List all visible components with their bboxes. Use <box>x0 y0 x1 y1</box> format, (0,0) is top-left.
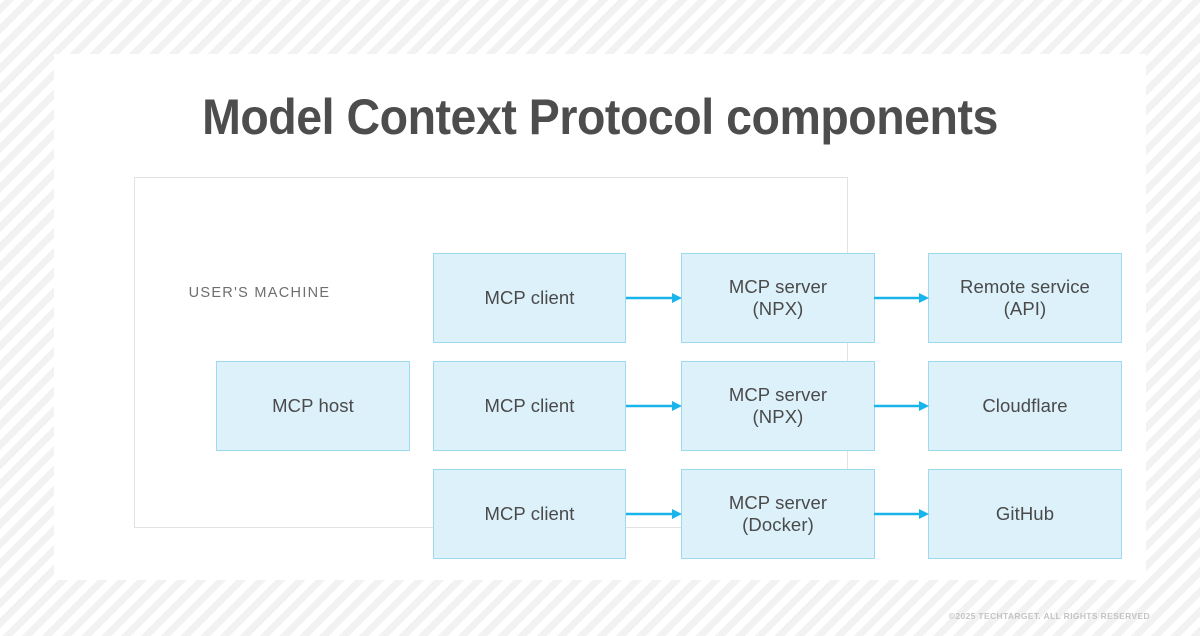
node-remote-service-3-line1: GitHub <box>995 503 1055 525</box>
mcp-architecture-diagram: USER'S MACHINE MCP host MCP client MCP s… <box>134 177 1147 559</box>
page-title: Model Context Protocol components <box>202 89 998 145</box>
node-mcp-server-1[interactable]: MCP server (NPX) <box>681 253 875 343</box>
arrow-server-to-service-3 <box>874 508 930 520</box>
arrow-server-to-service-1 <box>874 292 930 304</box>
node-mcp-server-3-line2: (Docker) <box>742 514 814 535</box>
node-mcp-host-label: MCP host <box>272 395 354 417</box>
node-mcp-client-1-line1: MCP client <box>484 287 575 309</box>
arrow-client-to-server-2 <box>626 400 683 412</box>
node-remote-service-2-line1: Cloudflare <box>982 395 1068 417</box>
node-mcp-server-3[interactable]: MCP server (Docker) <box>681 469 875 559</box>
node-remote-service-1-line2: (API) <box>1003 298 1047 319</box>
arrow-client-to-server-1 <box>626 292 683 304</box>
arrow-client-to-server-3 <box>626 508 683 520</box>
content-card: Model Context Protocol components USER'S… <box>54 54 1146 580</box>
node-mcp-client-1[interactable]: MCP client <box>433 253 626 343</box>
node-mcp-server-2[interactable]: MCP server (NPX) <box>681 361 875 451</box>
node-mcp-client-2[interactable]: MCP client <box>433 361 626 451</box>
node-remote-service-2[interactable]: Cloudflare <box>928 361 1122 451</box>
users-machine-label: USER'S MACHINE <box>188 285 331 301</box>
node-mcp-server-1-line2: (NPX) <box>752 298 804 319</box>
arrow-server-to-service-2 <box>874 400 930 412</box>
node-mcp-server-3-line1: MCP server <box>728 492 828 514</box>
node-mcp-client-2-line1: MCP client <box>484 395 575 417</box>
node-mcp-server-2-line1: MCP server <box>728 384 828 406</box>
node-remote-service-1-line1: Remote service <box>960 276 1090 298</box>
node-mcp-client-3[interactable]: MCP client <box>433 469 626 559</box>
node-mcp-server-1-line1: MCP server <box>728 276 828 298</box>
node-remote-service-1[interactable]: Remote service (API) <box>928 253 1122 343</box>
node-mcp-host[interactable]: MCP host <box>216 361 410 451</box>
node-mcp-client-3-line1: MCP client <box>484 503 575 525</box>
node-mcp-server-2-line2: (NPX) <box>752 406 804 427</box>
copyright-footer: ©2025 TECHTARGET. ALL RIGHTS RESERVED <box>948 611 1150 621</box>
node-remote-service-3[interactable]: GitHub <box>928 469 1122 559</box>
